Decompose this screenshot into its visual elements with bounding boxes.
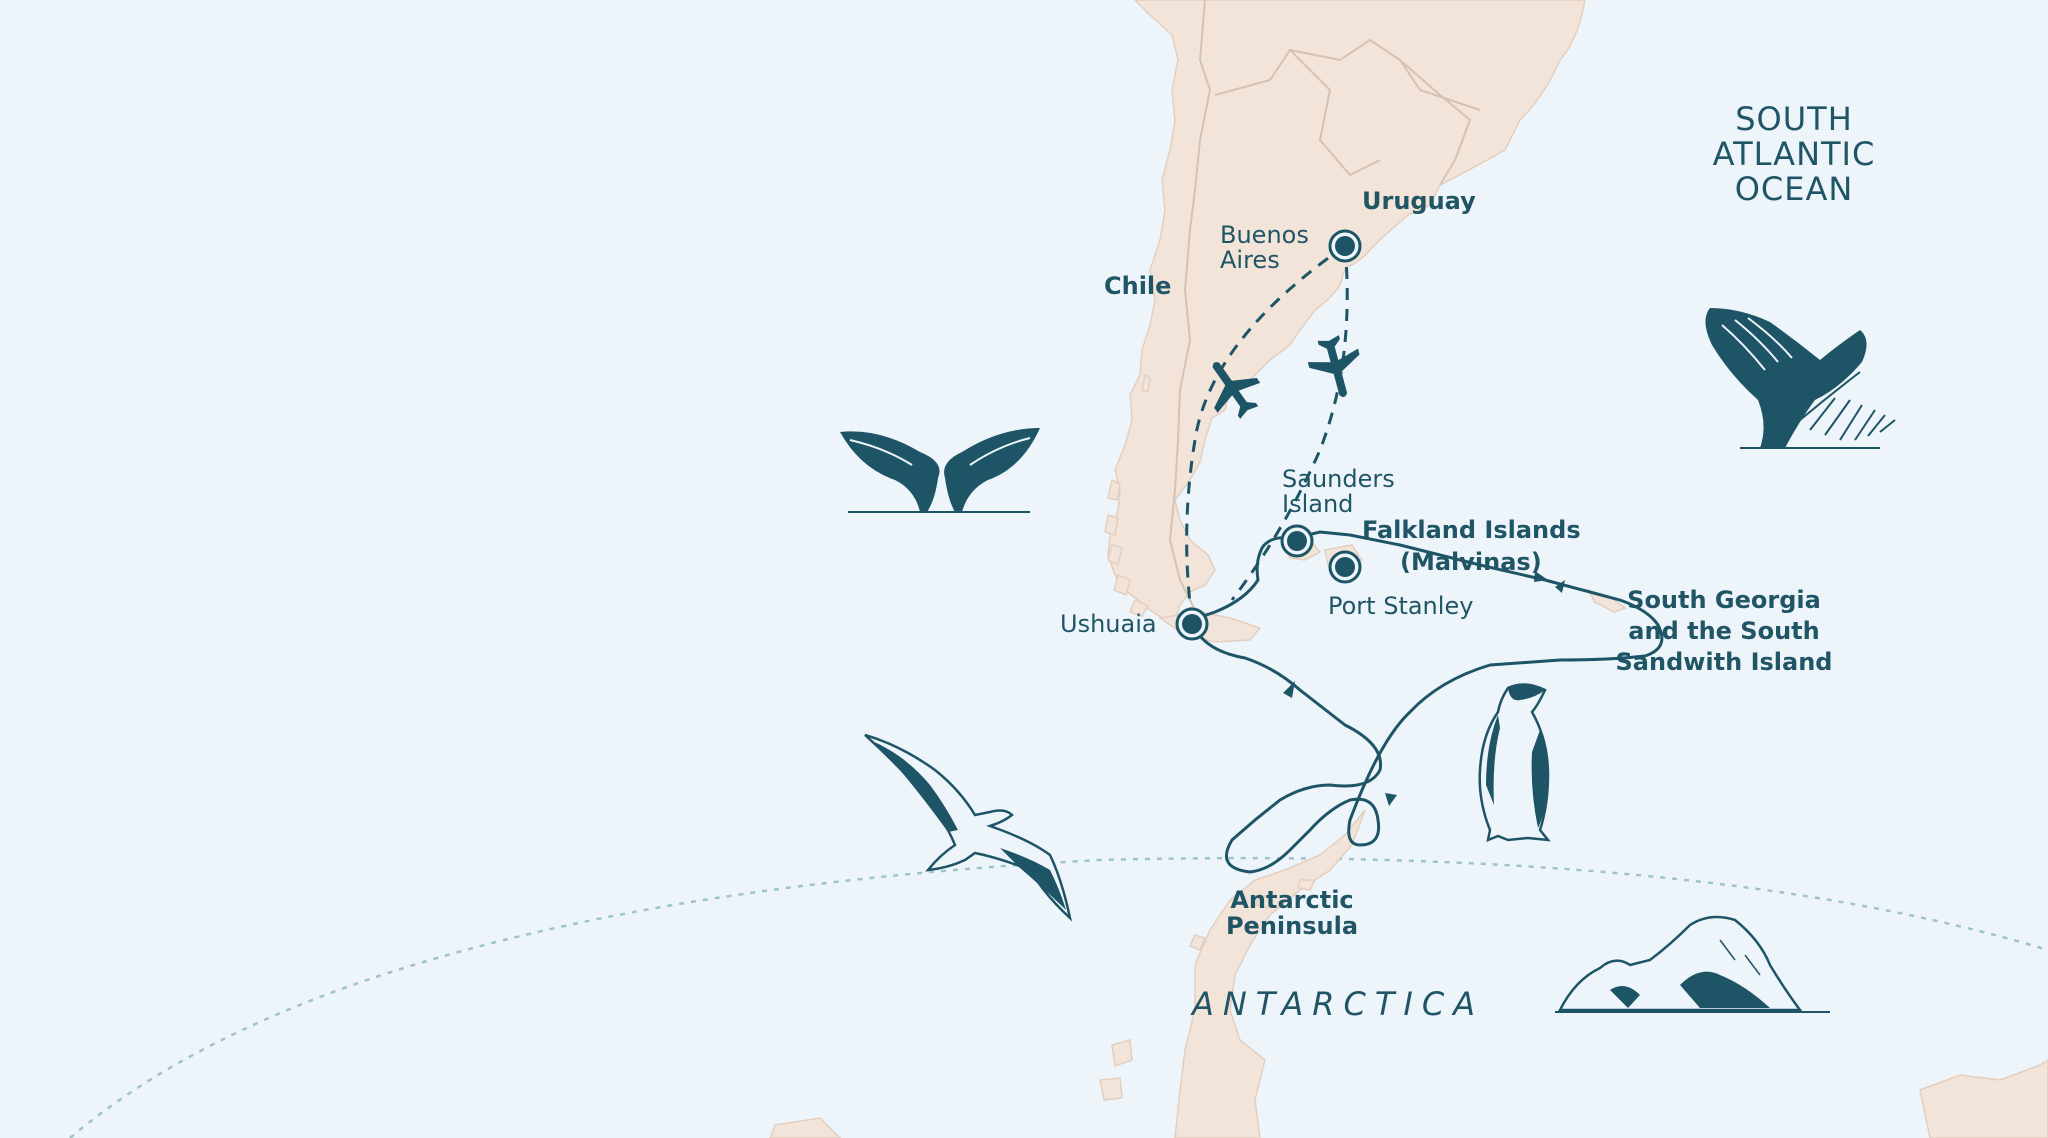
label-antarctic-peninsula-line-1: Antarctic (1230, 886, 1353, 914)
whale-tail-icon (840, 428, 1040, 513)
route-arrow (1283, 681, 1295, 698)
route-arrow (1385, 793, 1397, 806)
antarctic-peninsula-land (1174, 809, 1366, 1138)
label-ushuaia: Ushuaia (1060, 610, 1157, 638)
south-america-landmass (1107, 0, 1586, 623)
label-saunders-line-2: Island (1282, 490, 1353, 518)
route-arrow (1555, 580, 1565, 593)
label-buenos-aires-line-1: Buenos (1220, 221, 1309, 249)
stop-marker-buenos-aires[interactable] (1328, 229, 1362, 263)
humpback-whale-icon (1705, 308, 1896, 449)
ship-route (1190, 530, 1664, 874)
antarctic-circle-line (69, 856, 2048, 1138)
label-falklands-line-1: Falkland Islands (1362, 516, 1581, 544)
chile-coast-islands (1104, 373, 1151, 617)
country-borders (1168, 0, 1481, 611)
airplane-icon (1212, 362, 1261, 419)
label-saunders-line-1: Saunders (1282, 465, 1395, 493)
stop-marker-port-stanley[interactable] (1328, 550, 1362, 584)
antarctic-islands (769, 879, 2048, 1138)
label-port-stanley: Port Stanley (1328, 592, 1473, 620)
stop-marker-saunders-island[interactable] (1280, 524, 1314, 558)
label-falklands-line-2: (Malvinas) (1400, 548, 1542, 576)
penguin-icon (1478, 683, 1551, 843)
label-south-georgia-line-3: Sandwith Island (1616, 648, 1833, 676)
label-south-georgia-line-1: South Georgia (1627, 586, 1821, 614)
iceberg-icon (1555, 915, 1830, 1013)
label-ocean-line-1: SOUTH (1735, 100, 1853, 138)
label-ocean-line-3: OCEAN (1735, 170, 1854, 208)
label-ocean-line-2: ATLANTIC (1713, 135, 1876, 173)
label-south-georgia-line-2: and the South (1628, 617, 1819, 645)
label-antarctic-peninsula-line-2: Peninsula (1226, 912, 1358, 940)
route-arrow (1534, 571, 1548, 582)
flight-route-west (1185, 244, 1346, 621)
label-buenos-aires-line-2: Aires (1220, 246, 1280, 274)
flight-route-east (1230, 245, 1349, 601)
airplane-icon (1307, 335, 1360, 398)
label-chile: Chile (1104, 272, 1171, 300)
label-antarctica: ANTARCTICA (1190, 985, 1484, 1023)
albatross-icon (864, 733, 1073, 922)
label-uruguay: Uruguay (1362, 187, 1476, 215)
stop-marker-ushuaia[interactable] (1175, 607, 1209, 641)
